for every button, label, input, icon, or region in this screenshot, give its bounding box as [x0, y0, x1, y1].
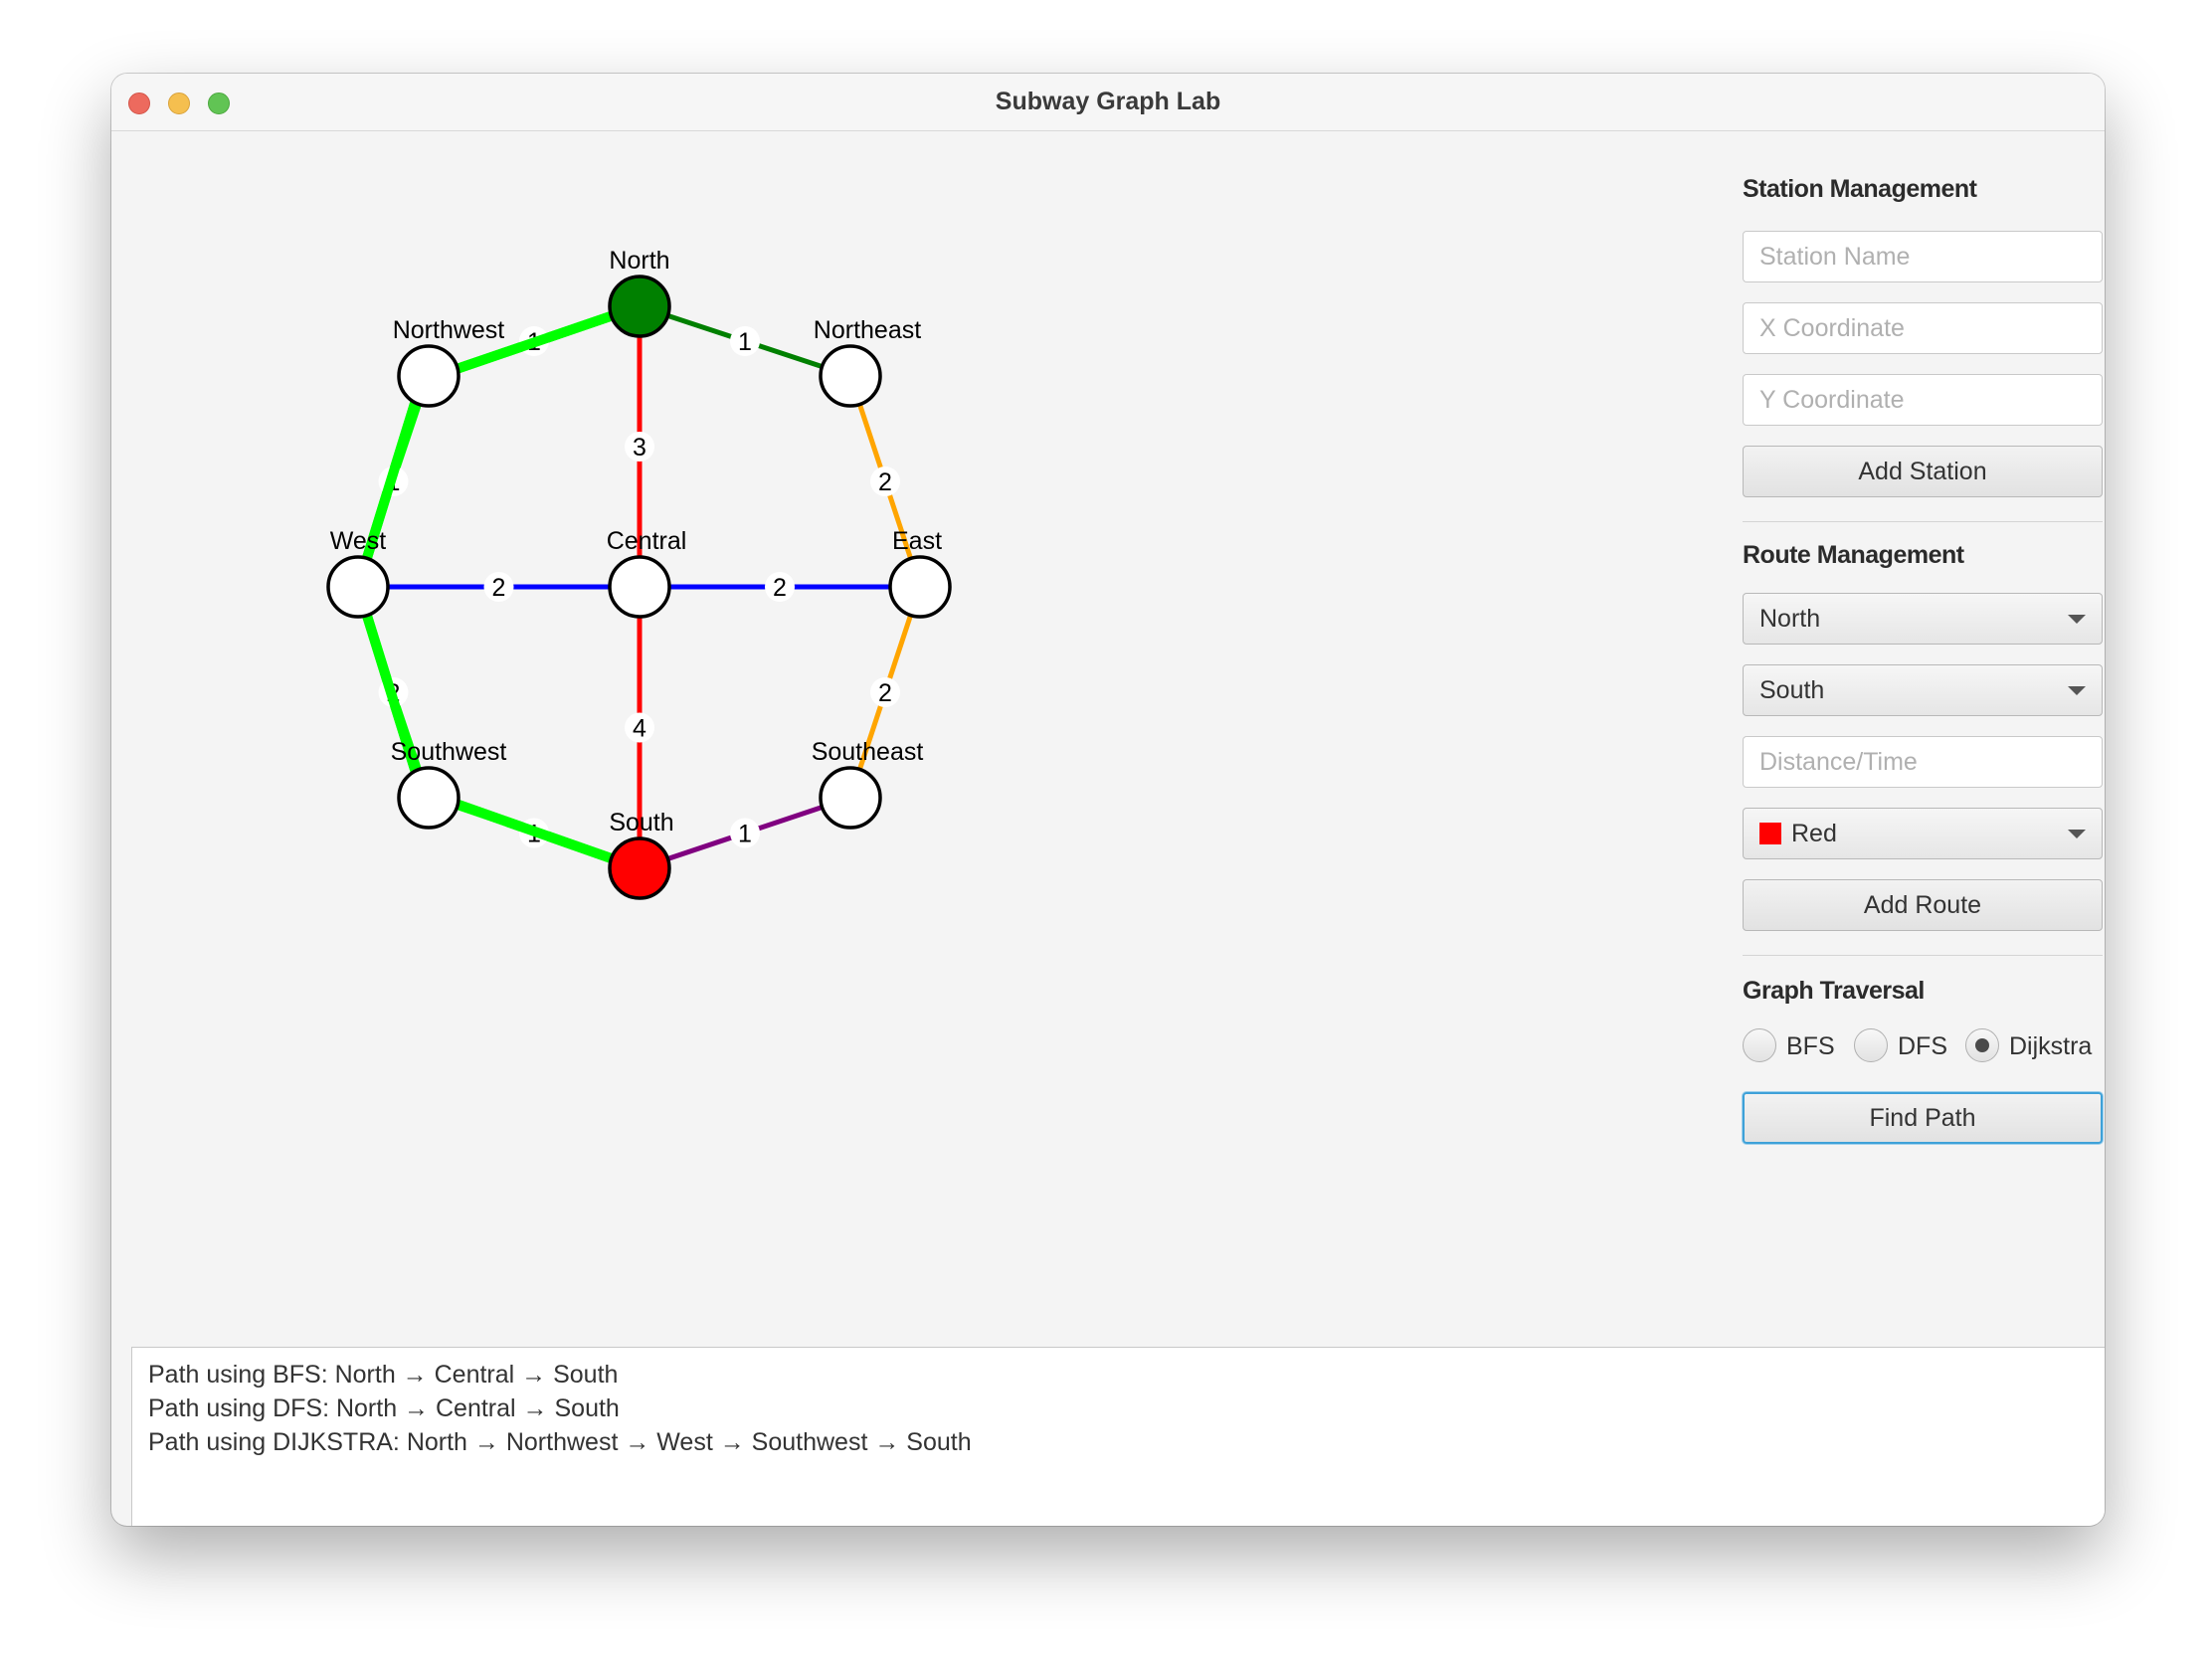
minimize-window-button[interactable]	[168, 93, 190, 114]
route-weight-label: 4	[633, 715, 646, 743]
route-weight-label: 1	[738, 821, 752, 848]
radio-dfs-label: DFS	[1898, 1032, 1947, 1060]
station-node-central[interactable]	[608, 555, 671, 619]
route-weight-label: 2	[773, 574, 787, 602]
route-color-value: Red	[1791, 820, 1837, 847]
station-label-northwest: Northwest	[393, 316, 505, 344]
from-station-select[interactable]: North	[1743, 593, 2103, 645]
title-bar: Subway Graph Lab	[111, 74, 2105, 131]
route-weight-badge	[730, 818, 760, 848]
station-label-north: North	[609, 247, 669, 275]
route-weight-badge	[483, 572, 514, 602]
log-line: Path using DFS: North → Central → South	[148, 1394, 620, 1422]
to-station-select[interactable]: South	[1743, 664, 2103, 716]
radio-indicator	[1965, 1028, 1999, 1062]
route-weight-label: 2	[878, 468, 892, 496]
route-color-select[interactable]: Red	[1743, 808, 2103, 859]
station-node-west[interactable]	[326, 555, 390, 619]
route-weight-badge	[765, 572, 795, 602]
station-label-northeast: Northeast	[814, 316, 921, 344]
route-weight-label: 3	[633, 434, 646, 462]
station-node-southeast[interactable]	[819, 766, 882, 830]
station-node-southwest[interactable]	[397, 766, 461, 830]
graph-traversal-title: Graph Traversal	[1743, 977, 1925, 1005]
output-log[interactable]: Path using BFS: North → Central → South …	[131, 1347, 2105, 1526]
station-label-west: West	[330, 527, 387, 555]
divider	[1743, 955, 2103, 956]
add-route-button[interactable]: Add Route	[1743, 879, 2103, 931]
station-label-east: East	[892, 527, 942, 555]
close-window-button[interactable]	[128, 93, 150, 114]
x-coordinate-input[interactable]	[1743, 302, 2103, 354]
color-swatch-icon	[1759, 823, 1781, 844]
route-management-title: Route Management	[1743, 541, 1964, 569]
radio-indicator	[1743, 1028, 1776, 1062]
chevron-down-icon	[2068, 615, 2086, 624]
window-title: Subway Graph Lab	[995, 88, 1221, 115]
route-weight-badge	[730, 326, 760, 356]
route-weight-label: 2	[492, 574, 506, 602]
route-weight-badge	[870, 677, 900, 707]
radio-indicator	[1854, 1028, 1888, 1062]
add-station-button[interactable]: Add Station	[1743, 446, 2103, 497]
log-line: Path using BFS: North → Central → South	[148, 1361, 619, 1389]
station-node-east[interactable]	[888, 555, 952, 619]
station-node-south[interactable]	[608, 836, 671, 900]
station-node-northeast[interactable]	[819, 344, 882, 408]
route-weight-label: 2	[878, 679, 892, 707]
station-node-north[interactable]	[608, 275, 671, 338]
route-weight-label: 1	[738, 328, 752, 356]
radio-bfs-label: BFS	[1786, 1032, 1835, 1060]
chevron-down-icon	[2068, 686, 2086, 695]
route-weight-badge	[625, 432, 654, 462]
route-weight-badge	[625, 712, 654, 743]
station-node-northwest[interactable]	[397, 344, 461, 408]
y-coordinate-input[interactable]	[1743, 374, 2103, 426]
station-management-title: Station Management	[1743, 175, 1977, 203]
station-label-south: South	[609, 809, 673, 836]
distance-input[interactable]	[1743, 736, 2103, 788]
find-path-button[interactable]: Find Path	[1743, 1092, 2103, 1144]
maximize-window-button[interactable]	[208, 93, 230, 114]
log-line: Path using DIJKSTRA: North → Northwest →…	[148, 1428, 972, 1456]
station-label-southwest: Southwest	[391, 738, 507, 766]
divider	[1743, 521, 2103, 522]
route-weight-badge	[870, 466, 900, 496]
from-station-value: North	[1759, 605, 1821, 633]
radio-dijkstra-label: Dijkstra	[2009, 1032, 2093, 1060]
chevron-down-icon	[2068, 830, 2086, 838]
station-label-southeast: Southeast	[812, 738, 924, 766]
to-station-value: South	[1759, 676, 1825, 704]
station-label-central: Central	[607, 527, 687, 555]
station-name-input[interactable]	[1743, 231, 2103, 282]
